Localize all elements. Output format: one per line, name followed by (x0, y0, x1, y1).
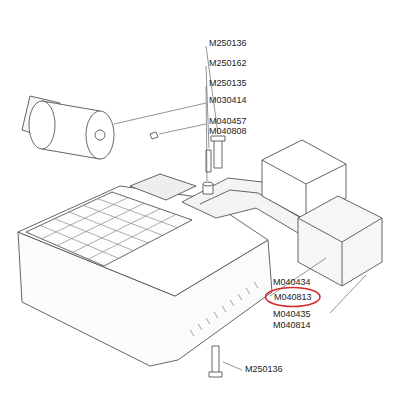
leader-line (223, 362, 242, 370)
key-divider (57, 203, 144, 245)
screw-top (214, 140, 222, 168)
keypad-grid (40, 198, 177, 260)
rib (238, 294, 242, 300)
leader-lines (114, 46, 366, 370)
key-divider (42, 198, 128, 239)
rib (222, 306, 226, 312)
part-number: M040434 (273, 277, 311, 287)
key-divider (88, 214, 176, 259)
part-number: M030414 (209, 95, 247, 105)
screw-bottom-head (209, 372, 222, 377)
leader-line (114, 103, 206, 124)
part-number: M250135 (209, 78, 247, 88)
roll-screw (150, 132, 158, 139)
part-number: M040457 (209, 116, 247, 126)
rib (206, 318, 210, 324)
paper-roll-face (86, 111, 114, 159)
rib (230, 300, 234, 306)
keypad-surface (26, 192, 192, 266)
part-number: M250136 (245, 364, 283, 374)
part-number: M250136 (209, 38, 247, 48)
screw-bottom (212, 346, 219, 374)
key-divider (55, 219, 134, 251)
part-number: M250162 (209, 58, 247, 68)
spacer-top (203, 182, 213, 186)
part-number: M040808 (209, 126, 247, 136)
red-oval (266, 288, 321, 307)
display (130, 174, 196, 200)
rib (246, 288, 250, 294)
key-divider (73, 209, 160, 253)
rib (190, 330, 194, 336)
leader-line (206, 86, 207, 181)
rib (254, 282, 258, 288)
key-divider (98, 199, 178, 228)
part-number: M040435 (273, 309, 311, 319)
leader-line (270, 258, 326, 296)
paper-roll-end (29, 101, 55, 149)
screw-head (211, 136, 225, 141)
battery-box (298, 196, 382, 286)
leader-line (159, 124, 206, 134)
part-number: M040814 (273, 320, 311, 330)
key-divider (83, 205, 162, 235)
rib (214, 312, 218, 318)
rib (198, 324, 202, 330)
leader-line (330, 275, 366, 313)
battery-box-edge (298, 218, 382, 286)
key-divider (69, 212, 148, 243)
part-number: M040813 (274, 292, 312, 302)
roll-core (95, 130, 105, 140)
highlight-oval: M040813 (264, 286, 322, 308)
shell-ribs (190, 282, 258, 336)
key-divider (40, 225, 118, 258)
